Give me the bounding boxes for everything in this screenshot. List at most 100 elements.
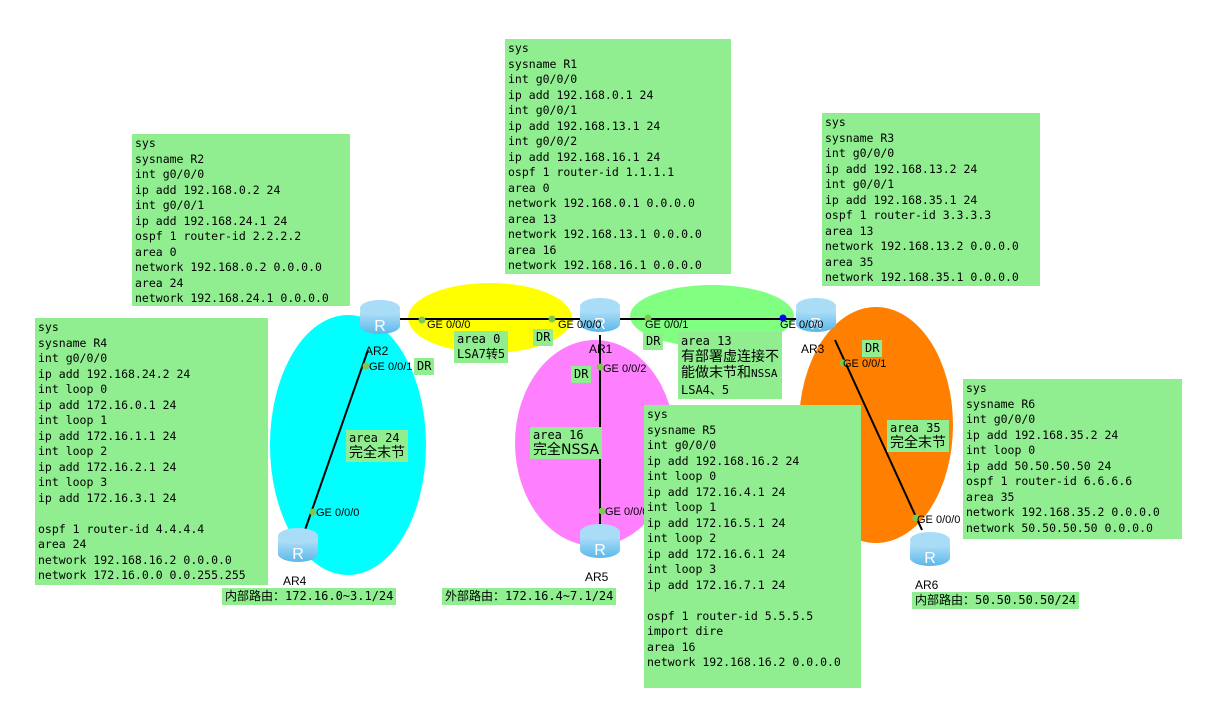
config-line: int loop 2 (38, 444, 108, 458)
config-line: area 16 (647, 639, 696, 654)
area-13-zone (630, 285, 794, 347)
config-line: ip add 172.16.1.1 24 (38, 428, 177, 443)
config-line: import dire (647, 624, 724, 638)
router-ar1[interactable]: R (577, 294, 623, 334)
router-ar2[interactable]: R (357, 296, 403, 336)
config-line: sysname R3 (825, 130, 895, 145)
config-line: area 13 (508, 211, 557, 226)
config-line: area 24 (135, 275, 184, 290)
interface-label: GE 0/0/0 (917, 514, 961, 526)
config-line: network 192.168.13.1 0.0.0.0 (508, 227, 702, 241)
interface-label: GE 0/0/0 (427, 319, 471, 331)
svg-text:R: R (594, 542, 606, 559)
config-line: ospf 1 router-id 4.4.4.4 (38, 521, 205, 536)
dr-tag: DR (862, 340, 883, 357)
port-dot (362, 362, 370, 370)
config-line: ip add 192.168.24.2 24 (38, 366, 191, 381)
config-line: network 192.168.35.2 0.0.0.0 (966, 505, 1160, 519)
svg-text:R: R (924, 550, 936, 567)
link-ar2-ar4 (304, 349, 369, 531)
config-line: sysname R6 (966, 396, 1036, 411)
svg-text:R: R (374, 318, 386, 335)
config-line: network 192.168.24.1 0.0.0.0 (135, 291, 329, 305)
router-label: AR4 (283, 574, 307, 588)
port-dot (839, 359, 847, 367)
route-note-ar6: 内部路由：50.50.50.50/24 (912, 592, 1080, 609)
config-line: network 192.168.0.1 0.0.0.0 (508, 196, 695, 210)
config-line: network 192.168.16.2 0.0.0.0 (647, 655, 841, 669)
router-label: AR6 (915, 578, 939, 592)
config-line: int g0/0/1 (825, 177, 895, 191)
config-line: int g0/0/2 (508, 134, 578, 148)
config-line: sysname R2 (135, 151, 205, 166)
router-ar4[interactable]: R (275, 524, 321, 564)
router-ar5[interactable]: R (577, 520, 623, 560)
config-line: area 0 (508, 180, 550, 195)
config-line: network 192.168.16.2 0.0.0.0 (38, 552, 232, 567)
config-line: ip add 172.16.0.1 24 (38, 397, 177, 412)
config-line: ip add 192.168.35.2 24 (966, 427, 1119, 442)
dr-tag: DR (533, 329, 554, 346)
config-line: int loop 0 (966, 443, 1036, 457)
config-line: ip add 192.168.24.1 24 (135, 213, 288, 228)
config-line: area 35 (825, 254, 874, 269)
router-icon: R (580, 298, 620, 333)
interface-label: GE 0/0/0 (780, 319, 824, 331)
interface-label: GE 0/0/1 (645, 319, 689, 331)
area-tag-line: LSA7转5 (457, 347, 506, 361)
config-line: network 192.168.16.1 0.0.0.0 (508, 258, 702, 272)
router-label: AR1 (589, 342, 613, 356)
area-tag-line: 完全NSSA (533, 442, 600, 458)
router-icon: R (580, 524, 620, 559)
interface-label: GE 0/0/0 (605, 506, 649, 518)
config-line: sysname R1 (508, 56, 578, 71)
config-line: ospf 1 router-id 1.1.1.1 (508, 165, 675, 179)
port-dot (548, 315, 556, 323)
area-tag-line: area 35 (890, 421, 941, 435)
area-tag-line: area 24 (349, 431, 400, 445)
config-line: int g0/0/1 (135, 198, 205, 212)
config-line: ip add 192.168.13.1 24 (508, 118, 661, 133)
config-line: network 50.50.50.50 0.0.0.0 (966, 520, 1153, 535)
svg-text:R: R (594, 316, 606, 333)
interface-label: GE 0/0/1 (369, 361, 413, 373)
port-dot (309, 508, 317, 516)
interface-label: GE 0/0/0 (316, 507, 360, 519)
config-line: int g0/0/0 (135, 167, 205, 181)
config-line: ip add 172.16.2.1 24 (38, 459, 177, 474)
config-line: ip add 172.16.3.1 24 (38, 490, 177, 505)
router-label: AR2 (365, 344, 389, 358)
config-line: area 35 (966, 489, 1015, 504)
interface-label: GE 0/0/1 (843, 358, 887, 370)
route-note-ar5: 外部路由：172.16.4~7.1/24 (442, 588, 617, 605)
config-line: ip add 192.168.13.2 24 (825, 161, 978, 176)
port-dot (596, 363, 604, 371)
config-line: ip add 50.50.50.50 24 (966, 458, 1112, 473)
config-line (647, 593, 858, 609)
dr-tag: DR (643, 333, 664, 350)
config-line: area 0 (135, 244, 177, 259)
config-line: sys (825, 115, 846, 129)
config-line: ip add 192.168.16.1 24 (508, 149, 661, 164)
config-line: int g0/0/0 (966, 412, 1036, 426)
interface-label: GE 0/0/2 (603, 363, 647, 375)
config-line: ospf 1 router-id 5.5.5.5 (647, 608, 814, 623)
config-line: sysname R5 (647, 422, 717, 437)
router-ar3[interactable]: R (793, 294, 839, 334)
config-line: network 192.168.13.2 0.0.0.0 (825, 239, 1019, 253)
config-line (38, 506, 265, 522)
config-line: area 13 (825, 223, 874, 238)
router-ar6[interactable]: R (907, 528, 953, 568)
config-line: network 192.168.0.2 0.0.0.0 (135, 260, 322, 274)
config-line: ip add 172.16.5.1 24 (647, 515, 786, 530)
config-line: int loop 1 (647, 500, 717, 514)
link-ar3-ar6 (834, 339, 923, 531)
